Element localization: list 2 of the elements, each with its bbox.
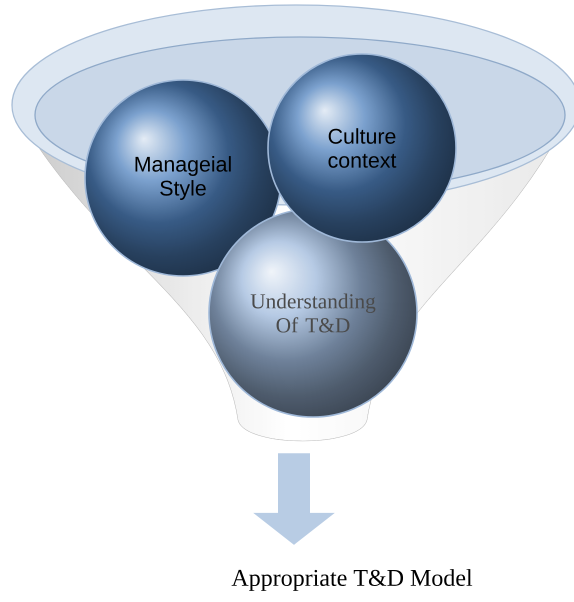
caption-text: Appropriate T&D Model xyxy=(232,569,472,591)
circle-node: Culture context xyxy=(267,53,457,243)
